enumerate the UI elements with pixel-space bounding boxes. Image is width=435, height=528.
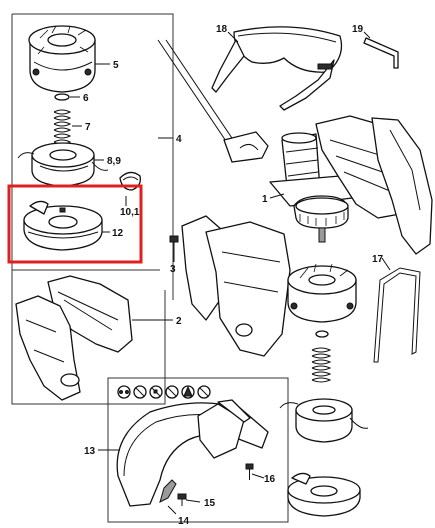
wire-guard-part (373, 267, 421, 363)
left-group-frame (12, 13, 174, 300)
caution-icon (181, 385, 195, 399)
callout-2: 2 (176, 316, 182, 327)
callout-14: 14 (178, 516, 190, 527)
callout-12: 12 (112, 228, 124, 239)
callout-5: 5 (113, 60, 119, 71)
no-blade-icon (133, 385, 147, 399)
highlight-box (7, 184, 143, 264)
motor-assembly-part (269, 115, 433, 255)
hex-key-part (363, 37, 399, 69)
callout-4: 4 (176, 134, 182, 145)
callout-1: 1 (262, 194, 268, 205)
deflector-guard-part (116, 399, 269, 507)
warning-icons-row (117, 385, 211, 399)
base-plate-part-right (287, 472, 361, 517)
spring-part (53, 109, 72, 145)
callout-15: 15 (204, 498, 216, 509)
spool-part (17, 142, 109, 187)
spool-cap-part (28, 25, 96, 93)
leader-lines (70, 31, 391, 515)
callout-10-11: 10,1 (120, 207, 140, 218)
callout-17: 17 (372, 254, 384, 265)
callout-16: 16 (264, 474, 276, 485)
callout-labels: 5 6 7 8,9 4 10,1 12 3 2 18 19 1 17 13 14… (83, 24, 384, 527)
callout-19: 19 (352, 24, 364, 35)
shaft-part (157, 39, 269, 163)
callout-8-9: 8,9 (107, 156, 121, 167)
no-sharp-icon (165, 385, 179, 399)
safety-glasses-part (211, 26, 343, 111)
spool-cap-part-right (287, 263, 357, 338)
clip-part (54, 93, 70, 101)
spool-part-right (279, 398, 369, 443)
base-plate-part (23, 200, 103, 251)
housing-part-left (15, 275, 133, 401)
screw-part-small (245, 463, 254, 480)
callout-6: 6 (83, 93, 89, 104)
no-fence-icon (197, 385, 211, 399)
callout-7: 7 (85, 122, 91, 133)
screw-part (169, 235, 179, 254)
housing-part-middle (181, 215, 291, 357)
eye-protection-icon (117, 385, 131, 399)
callout-13: 13 (84, 446, 96, 457)
line-cutter-blade-part (159, 479, 177, 503)
callout-3: 3 (170, 264, 176, 275)
screw-part-15 (177, 493, 187, 506)
spring-part-right (311, 347, 332, 383)
no-hand-icon (149, 385, 163, 399)
left-group-frame-lower (11, 14, 166, 405)
callout-18: 18 (216, 24, 228, 35)
